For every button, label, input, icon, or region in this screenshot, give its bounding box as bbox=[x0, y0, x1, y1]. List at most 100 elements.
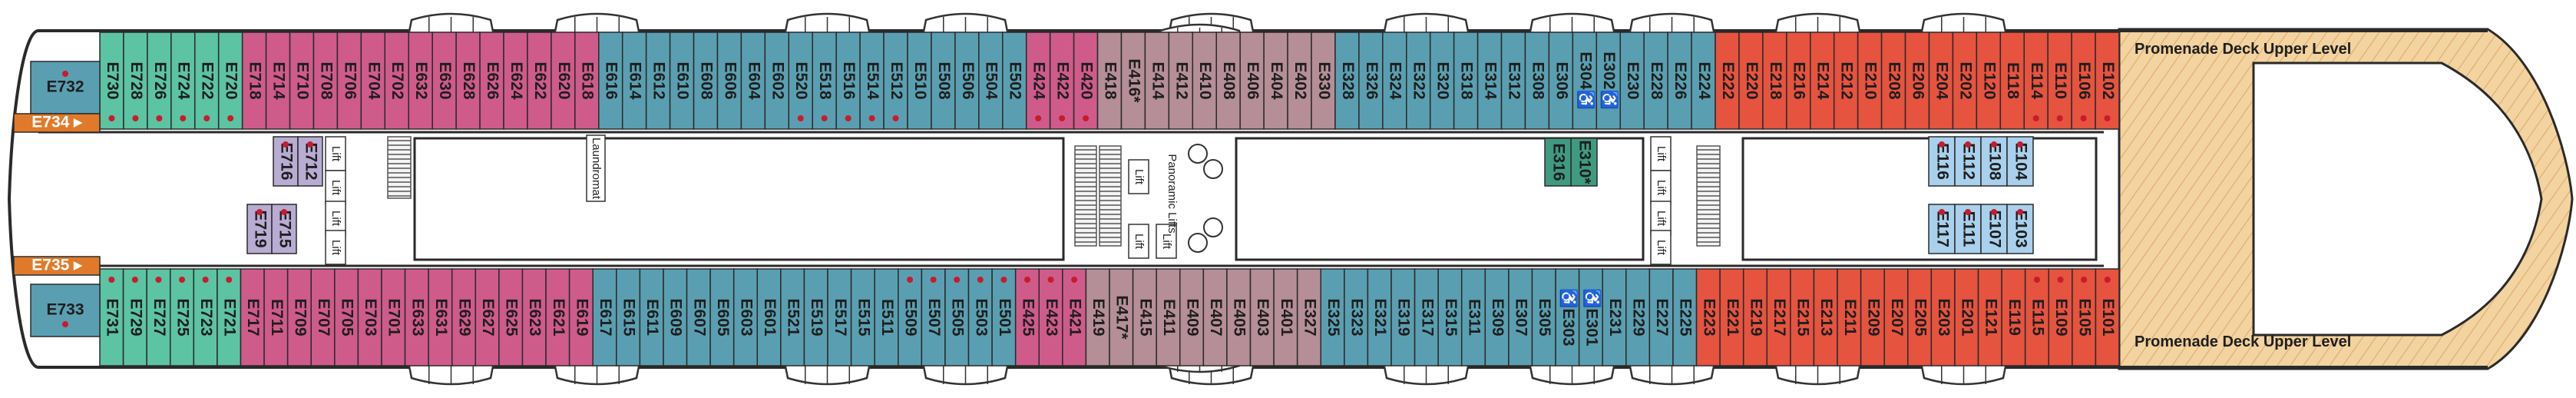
cabin-e111[interactable]: E111 bbox=[1954, 204, 1982, 254]
cabin-e107[interactable]: E107 bbox=[1980, 204, 2008, 254]
cabin-e423[interactable]: E423 bbox=[1038, 268, 1063, 366]
cabin-e732[interactable]: E732 bbox=[30, 61, 101, 114]
cabin-e719[interactable]: E719 bbox=[246, 204, 273, 254]
cabin-e121[interactable]: E121 bbox=[1977, 268, 2002, 366]
cabin-e210[interactable]: E210 bbox=[1857, 32, 1883, 130]
cabin-e735[interactable]: E735 ▸ bbox=[13, 256, 101, 276]
cabin-e615[interactable]: E615 bbox=[616, 268, 641, 366]
cabin-e116[interactable]: E116 bbox=[1928, 136, 1956, 187]
cabin-e306[interactable]: E306 bbox=[1548, 32, 1574, 130]
cabin-e722[interactable]: E722 bbox=[194, 32, 220, 130]
cabin-e602[interactable]: E602 bbox=[764, 32, 790, 130]
cabin-e215[interactable]: E215 bbox=[1790, 268, 1815, 366]
cabin-e230[interactable]: E230 bbox=[1619, 32, 1645, 130]
cabin-e601[interactable]: E601 bbox=[756, 268, 782, 366]
cabin-e519[interactable]: E519 bbox=[803, 268, 828, 366]
cabin-e727[interactable]: E727 bbox=[146, 268, 171, 366]
cabin-e119[interactable]: E119 bbox=[2001, 268, 2026, 366]
cabin-e304[interactable]: E304♿ bbox=[1572, 32, 1598, 130]
cabin-e711[interactable]: E711 bbox=[263, 268, 289, 366]
cabin-e224[interactable]: E224 bbox=[1691, 32, 1716, 130]
cabin-e206[interactable]: E206 bbox=[1904, 32, 1930, 130]
cabin-e209[interactable]: E209 bbox=[1860, 268, 1885, 366]
cabin-e707[interactable]: E707 bbox=[310, 268, 336, 366]
cabin-e216[interactable]: E216 bbox=[1786, 32, 1811, 130]
cabin-e318[interactable]: E318 bbox=[1453, 32, 1479, 130]
cabin-e734[interactable]: E734 ▸ bbox=[13, 113, 101, 133]
cabin-e108[interactable]: E108 bbox=[1980, 136, 2008, 187]
cabin-e733[interactable]: E733 bbox=[30, 284, 101, 337]
cabin-e223[interactable]: E223 bbox=[1695, 268, 1721, 366]
cabin-e622[interactable]: E622 bbox=[527, 32, 552, 130]
cabin-e605[interactable]: E605 bbox=[709, 268, 735, 366]
cabin-e625[interactable]: E625 bbox=[498, 268, 524, 366]
cabin-e204[interactable]: E204 bbox=[1928, 32, 1954, 130]
cabin-e632[interactable]: E632 bbox=[408, 32, 433, 130]
cabin-e514[interactable]: E514 bbox=[859, 32, 885, 130]
cabin-e731[interactable]: E731 bbox=[99, 268, 124, 366]
cabin-e315[interactable]: E315 bbox=[1437, 268, 1463, 366]
cabin-e114[interactable]: E114 bbox=[2023, 32, 2049, 130]
cabin-e630[interactable]: E630 bbox=[432, 32, 457, 130]
cabin-e303[interactable]: ♿E303 bbox=[1555, 268, 1580, 366]
cabin-e415[interactable]: E415 bbox=[1132, 268, 1157, 366]
cabin-e608[interactable]: E608 bbox=[693, 32, 719, 130]
cabin-e408[interactable]: E408 bbox=[1215, 32, 1241, 130]
cabin-e420[interactable]: E420 bbox=[1073, 32, 1099, 130]
cabin-e621[interactable]: E621 bbox=[545, 268, 570, 366]
cabin-e708[interactable]: E708 bbox=[312, 32, 339, 130]
cabin-e309[interactable]: E309 bbox=[1484, 268, 1510, 366]
cabin-e425[interactable]: E425 bbox=[1014, 268, 1040, 366]
cabin-e320[interactable]: E320 bbox=[1429, 32, 1455, 130]
cabin-e714[interactable]: E714 bbox=[265, 32, 291, 130]
cabin-e728[interactable]: E728 bbox=[123, 32, 148, 130]
cabin-e417[interactable]: E417* bbox=[1109, 268, 1134, 366]
cabin-e716[interactable]: E716 bbox=[273, 136, 299, 187]
cabin-e609[interactable]: E609 bbox=[663, 268, 688, 366]
cabin-e703[interactable]: E703 bbox=[357, 268, 382, 366]
cabin-e219[interactable]: E219 bbox=[1742, 268, 1768, 366]
cabin-e419[interactable]: E419 bbox=[1085, 268, 1110, 366]
cabin-e205[interactable]: E205 bbox=[1907, 268, 1933, 366]
cabin-e508[interactable]: E508 bbox=[931, 32, 956, 130]
cabin-e203[interactable]: E203 bbox=[1930, 268, 1956, 366]
cabin-e720[interactable]: E720 bbox=[217, 32, 243, 130]
cabin-e730[interactable]: E730 bbox=[99, 32, 124, 130]
cabin-e616[interactable]: E616 bbox=[598, 32, 623, 130]
cabin-e603[interactable]: E603 bbox=[732, 268, 759, 366]
cabin-e612[interactable]: E612 bbox=[645, 32, 671, 130]
cabin-e202[interactable]: E202 bbox=[1952, 32, 1978, 130]
cabin-e724[interactable]: E724 bbox=[170, 32, 196, 130]
cabin-e520[interactable]: E520 bbox=[788, 32, 813, 130]
cabin-e631[interactable]: E631 bbox=[428, 268, 453, 366]
cabin-e517[interactable]: E517 bbox=[827, 268, 852, 366]
cabin-e614[interactable]: E614 bbox=[621, 32, 647, 130]
cabin-e225[interactable]: E225 bbox=[1672, 268, 1698, 366]
cabin-e704[interactable]: E704 bbox=[360, 32, 386, 130]
cabin-e723[interactable]: E723 bbox=[193, 268, 218, 366]
cabin-e721[interactable]: E721 bbox=[217, 268, 242, 366]
cabin-e718[interactable]: E718 bbox=[241, 32, 267, 130]
cabin-e410[interactable]: E410 bbox=[1192, 32, 1217, 130]
cabin-e325[interactable]: E325 bbox=[1320, 268, 1345, 366]
cabin-e502[interactable]: E502 bbox=[1002, 32, 1027, 130]
cabin-e401[interactable]: E401 bbox=[1273, 268, 1298, 366]
cabin-e624[interactable]: E624 bbox=[503, 32, 528, 130]
cabin-e604[interactable]: E604 bbox=[740, 32, 766, 130]
cabin-e518[interactable]: E518 bbox=[812, 32, 837, 130]
cabin-e323[interactable]: E323 bbox=[1344, 268, 1369, 366]
cabin-e324[interactable]: E324 bbox=[1382, 32, 1407, 130]
cabin-e231[interactable]: E231 bbox=[1602, 268, 1627, 366]
cabin-e506[interactable]: E506 bbox=[954, 32, 980, 130]
cabin-e726[interactable]: E726 bbox=[147, 32, 172, 130]
cabin-e418[interactable]: E418 bbox=[1096, 32, 1123, 130]
cabin-e709[interactable]: E709 bbox=[286, 268, 312, 366]
cabin-e109[interactable]: E109 bbox=[2048, 268, 2073, 366]
cabin-e409[interactable]: E409 bbox=[1179, 268, 1205, 366]
cabin-e308[interactable]: E308 bbox=[1524, 32, 1550, 130]
cabin-e509[interactable]: E509 bbox=[898, 268, 923, 366]
cabin-e521[interactable]: E521 bbox=[780, 268, 805, 366]
cabin-e515[interactable]: E515 bbox=[850, 268, 875, 366]
cabin-e712[interactable]: E712 bbox=[297, 136, 323, 187]
cabin-e627[interactable]: E627 bbox=[475, 268, 500, 366]
